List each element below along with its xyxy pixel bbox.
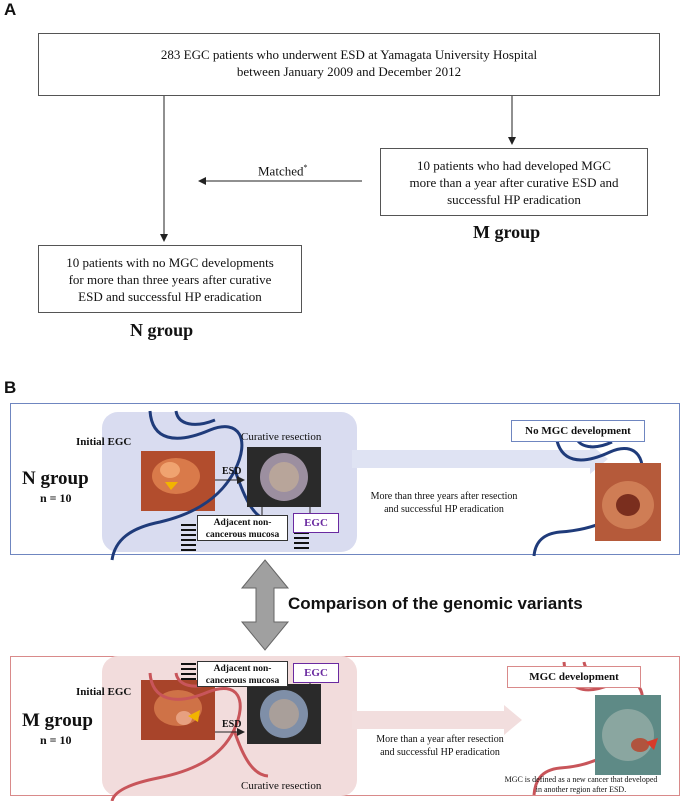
panel-a-label: A — [4, 0, 17, 19]
n-interval-line-1: More than three years after resection — [370, 491, 518, 502]
m-interval-text: More than a year after resection and suc… — [360, 733, 520, 759]
n-interval-text: More than three years after resection an… — [360, 490, 528, 516]
m-adjacent-line-1: Adjacent non- — [213, 664, 272, 674]
n-adjacent-line-1: Adjacent non- — [213, 518, 272, 528]
m-initial-egc-label: Initial EGC — [76, 686, 132, 698]
matched-text: Matched — [258, 163, 304, 179]
n-count-label: n = 10 — [40, 491, 72, 505]
n-adjacent-line-2: cancerous mucosa — [205, 530, 280, 540]
m-group-box: 10 patients who had developed MGC more t… — [380, 148, 648, 216]
matched-asterisk: * — [303, 163, 308, 172]
m-outcome-box: MGC development — [507, 666, 641, 688]
n-adjacent-box: Adjacent non- cancerous mucosa — [197, 515, 288, 541]
m-box-line-1: 10 patients who had developed MGC — [417, 158, 611, 173]
m-egc-box: EGC — [293, 663, 339, 683]
m-box-line-2: more than a year after curative ESD and — [409, 175, 619, 190]
m-adjacent-line-2: cancerous mucosa — [205, 676, 280, 686]
m-footnote-line-2: in another region after ESD. — [535, 785, 627, 794]
n-group-box: 10 patients with no MGC developments for… — [38, 245, 302, 313]
m-footnote: MGC is defined as a new cancer that deve… — [486, 775, 676, 795]
comparison-label: Comparison of the genomic variants — [288, 594, 583, 613]
comparison-double-arrow — [240, 559, 290, 651]
m-interval-line-2: and successful HP eradication — [380, 747, 500, 758]
n-interval-line-2: and successful HP eradication — [384, 504, 504, 515]
n-group-label: N group — [22, 468, 89, 489]
n-box-line-3: ESD and successful HP eradication — [78, 289, 262, 304]
n-esd-label: ESD — [222, 466, 242, 477]
m-adjacent-box: Adjacent non- cancerous mucosa — [197, 661, 288, 687]
m-count-label: n = 10 — [40, 733, 72, 747]
n-egc-box: EGC — [293, 513, 339, 533]
n-initial-egc-label: Initial EGC — [76, 436, 132, 448]
n-outcome-box: No MGC development — [511, 420, 645, 442]
cohort-line-2: between January 2009 and December 2012 — [236, 64, 462, 79]
m-group-label: M group — [22, 710, 93, 731]
m-footnote-line-1: MGC is defined as a new cancer that deve… — [504, 775, 658, 784]
m-group-title: M group — [473, 222, 541, 242]
m-esd-label: ESD — [222, 719, 242, 730]
n-box-line-2: for more than three years after curative — [68, 272, 272, 287]
n-group-title: N group — [130, 320, 194, 340]
cohort-line-1: 283 EGC patients who underwent ESD at Ya… — [160, 47, 538, 62]
m-curative-label: Curative resection — [241, 780, 322, 792]
n-box-line-1: 10 patients with no MGC developments — [66, 255, 274, 270]
matched-label: Matched* — [258, 163, 307, 179]
panel-b-label: B — [4, 378, 17, 397]
cohort-box: 283 EGC patients who underwent ESD at Ya… — [38, 33, 660, 96]
n-curative-label: Curative resection — [241, 431, 322, 443]
m-interval-line-1: More than a year after resection — [376, 734, 504, 745]
m-box-line-3: successful HP eradication — [447, 192, 581, 207]
